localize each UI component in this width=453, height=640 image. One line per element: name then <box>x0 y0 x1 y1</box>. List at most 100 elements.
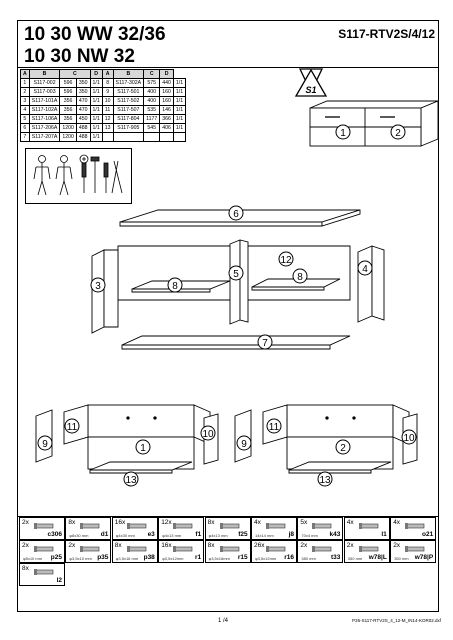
fitting-code: p38 <box>143 554 155 561</box>
svg-text:2: 2 <box>340 443 346 454</box>
fittings-divider <box>17 516 439 517</box>
fitting-quantity: 12x <box>161 519 172 526</box>
fitting-icon <box>358 523 379 529</box>
pliers-icon <box>111 160 123 194</box>
fitting-code: o21 <box>421 531 434 538</box>
fitting-code: l1 <box>381 531 387 538</box>
fitting-icon <box>126 523 147 529</box>
product-code: S117-RTV2S/4/12 <box>338 27 435 41</box>
fitting-quantity: 2x <box>300 542 308 549</box>
fitting-code: c306 <box>47 531 62 538</box>
svg-text:11: 11 <box>67 422 78 433</box>
overview-callouts: 1 2 <box>335 124 406 140</box>
fitting-description: 380 mm <box>301 556 316 561</box>
svg-text:7: 7 <box>262 338 268 349</box>
svg-text:9: 9 <box>42 439 48 450</box>
svg-text:4: 4 <box>362 264 368 275</box>
fitting-description: 350 mm <box>347 556 363 561</box>
drawer-right-callouts: 11 9 10 2 13 <box>236 418 417 487</box>
svg-text:8: 8 <box>297 272 303 283</box>
drawer-left-callouts: 11 9 10 1 13 <box>37 418 216 487</box>
fitting-description: φ3,5x12mm <box>162 556 184 561</box>
fitting-item: 2x 380 mm t33 <box>297 540 344 563</box>
header-divider <box>17 67 439 68</box>
fitting-description: 14x14 mm <box>255 533 274 538</box>
table-cell <box>172 132 187 142</box>
fitting-code: r16 <box>284 554 294 561</box>
fitting-item: 12x φ4x13 mm f1 <box>158 517 205 540</box>
fitting-quantity: 4x <box>346 519 354 526</box>
warning-label: S1 <box>305 85 316 95</box>
fitting-code: r1 <box>195 554 202 561</box>
fitting-description: φ3,5x16mm <box>208 556 230 561</box>
fitting-quantity: 16x <box>114 519 126 526</box>
fitting-code: j8 <box>288 531 294 538</box>
svg-text:12: 12 <box>280 255 292 266</box>
fitting-description: φ4x13 mm <box>162 533 182 538</box>
svg-text:10: 10 <box>403 433 415 444</box>
fitting-icon <box>34 523 54 529</box>
fitting-quantity: 2x <box>68 542 76 549</box>
cabinet-overview <box>309 100 439 147</box>
fitting-icon <box>358 546 379 552</box>
fitting-description: φ3,5x10 mm <box>69 556 92 561</box>
fitting-code: e3 <box>147 531 155 538</box>
svg-text:13: 13 <box>125 475 137 486</box>
fitting-code: w78|P <box>414 554 434 561</box>
file-reference: P26-S117-RTV2S_4_12-M_IN14-KOR02.dxf <box>352 618 441 623</box>
fitting-code: w78|L <box>368 554 387 561</box>
fitting-quantity: 5x <box>300 519 308 526</box>
fitting-description: φ5x10 mm <box>23 556 43 561</box>
fitting-description: φ3,5x12mm <box>255 556 277 561</box>
fitting-icon <box>266 523 286 529</box>
tools-box <box>25 148 132 204</box>
fitting-quantity: 8x <box>114 542 122 549</box>
fitting-icon <box>126 546 147 552</box>
fitting-quantity: 2x <box>22 519 29 526</box>
svg-text:13: 13 <box>319 475 331 486</box>
page-number: 1 /4 <box>218 618 229 624</box>
fitting-quantity: 4x <box>254 519 261 526</box>
fitting-icon <box>312 523 332 529</box>
drawer-right <box>234 404 418 474</box>
fitting-code: l2 <box>56 577 62 584</box>
person-icon <box>60 155 68 163</box>
svg-text:1: 1 <box>140 443 146 454</box>
fitting-code: k43 <box>329 531 341 538</box>
fitting-item: 2x c306 <box>19 517 65 540</box>
svg-text:9: 9 <box>241 439 247 450</box>
fitting-quantity: 16x <box>161 542 172 549</box>
svg-text:5: 5 <box>233 269 239 280</box>
fitting-code: f25 <box>238 531 248 538</box>
fitting-code: d1 <box>100 531 109 538</box>
fitting-code: t33 <box>330 554 341 561</box>
fitting-icon <box>219 546 239 552</box>
fitting-icon <box>173 523 193 529</box>
fitting-icon <box>34 546 54 552</box>
svg-text:3: 3 <box>95 281 101 292</box>
fitting-item: 2x φ5x10 mm p25 <box>19 540 65 563</box>
fitting-icon <box>173 546 193 552</box>
drawer-left <box>35 404 219 474</box>
fitting-code: p25 <box>50 554 62 561</box>
svg-text:10: 10 <box>202 429 214 440</box>
fitting-quantity: 8x <box>68 519 76 526</box>
fitting-code: f1 <box>195 531 202 538</box>
fitting-quantity: 2x <box>22 542 29 549</box>
page-frame <box>17 20 439 612</box>
fitting-item: 16x φ3,5x12mm r1 <box>158 540 205 563</box>
warning-triangle: S1 <box>294 68 328 97</box>
table-cell: S117-207A <box>28 132 61 142</box>
fitting-icon <box>405 523 425 529</box>
